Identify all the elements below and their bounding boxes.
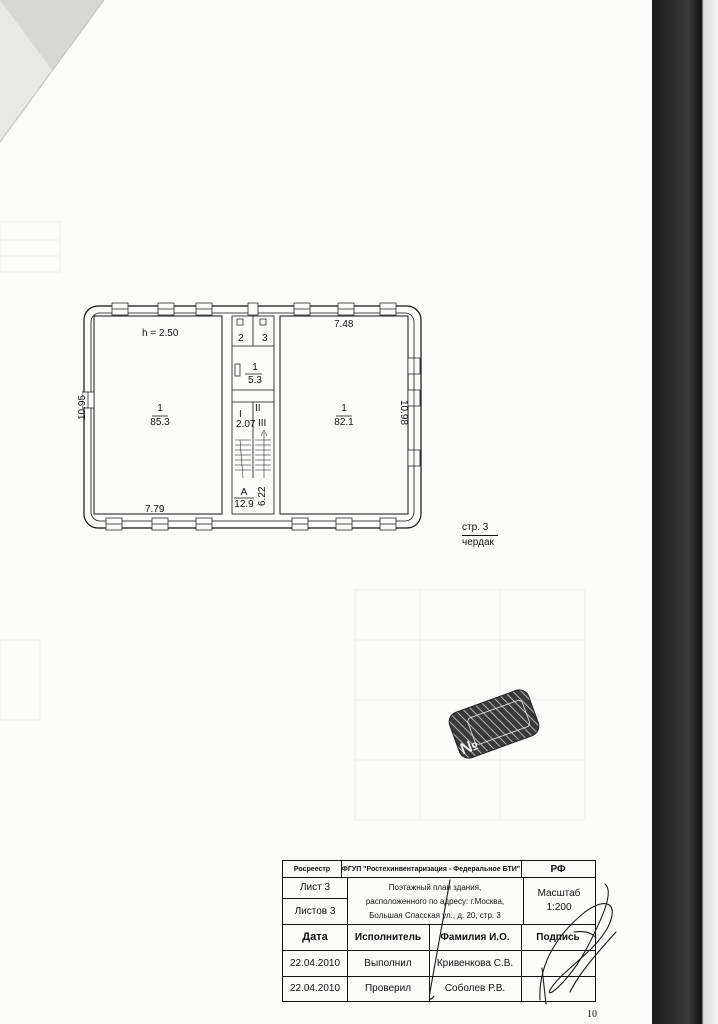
dim-right-top: 7.48: [334, 319, 354, 330]
caption-divider: [462, 535, 498, 536]
tb-header-name: Фамилия И.О.: [440, 931, 510, 943]
room-area-hall: 5.3: [248, 375, 262, 386]
room-number-right: 1: [341, 403, 347, 414]
roman-label-iii: III: [258, 418, 267, 429]
tb-row1-date: 22.04.2010: [289, 957, 341, 969]
tb-row2-role: Проверил: [364, 983, 412, 994]
tb-header-signature: Подпись: [536, 931, 580, 943]
floor-plan: [82, 302, 422, 531]
room-area-right: 82.1: [334, 417, 354, 428]
page-number: 10: [587, 1009, 597, 1020]
dim-right-height: 10.98: [398, 400, 409, 426]
hologram-stamp: №: [448, 689, 540, 759]
title-block: Росреестр ФГУП "Ростехинвентаризация - Ф…: [282, 860, 596, 1002]
dim-stair-length: 6.22: [257, 486, 268, 506]
folded-corner: [0, 0, 105, 143]
stair-width-label: 2.07: [236, 419, 256, 430]
scan-edge-shadow: [652, 0, 718, 1024]
tb-scale-value: 1:200: [546, 901, 572, 913]
handwritten-signature: [428, 879, 617, 1005]
room-number-wc-3: 3: [262, 333, 268, 344]
room-area-stair: 12.9: [234, 499, 254, 510]
tb-header-executor: Исполнитель: [354, 931, 422, 943]
caption-building: стр. 3: [462, 522, 489, 533]
tb-org-bti: ФГУП "Ростехинвентаризация - Федеральное…: [341, 865, 521, 873]
tb-scale: Масштаб 1:200: [523, 877, 595, 924]
ceiling-height-label: h = 2.50: [142, 328, 179, 339]
tb-row1-name: Кривенкова С.В.: [436, 957, 514, 969]
stamp-number-symbol: №: [458, 736, 481, 758]
roman-label-i: I: [239, 409, 242, 420]
room-number-stair: A: [240, 487, 248, 498]
dim-left-height: 10.95: [77, 394, 88, 420]
roman-label-ii: II: [255, 403, 261, 414]
tb-row1-role: Выполнил: [364, 957, 412, 969]
tb-org-rosreestr: Росреестр: [293, 865, 331, 873]
room-number-left: 1: [157, 403, 163, 414]
tb-header-date: Дата: [302, 931, 328, 943]
document-page: h = 2.50 1 85.3 1 5.3 1 82.1 2 3 I II II…: [0, 0, 617, 1020]
tb-title-line2: расположенного по адресу: г.Москва,: [365, 896, 505, 906]
dim-left-bottom: 7.79: [145, 504, 165, 515]
tb-scale-label: Масштаб: [537, 887, 581, 899]
tb-title-line3: Большая Спасская ул., д. 20, стр. 3: [369, 910, 501, 920]
plan-caption: стр. 3 чердак: [462, 522, 498, 548]
room-area-left: 85.3: [150, 417, 170, 428]
tb-org-rf: РФ: [550, 863, 566, 875]
tb-title: Поэтажный план здания, расположенного по…: [347, 879, 523, 924]
room-number-wc-2: 2: [238, 333, 244, 344]
tb-row2-name: Соболев Р.В.: [444, 983, 506, 994]
tb-sheets-total: Листов 3: [294, 905, 336, 917]
tb-row2-date: 22.04.2010: [289, 983, 341, 994]
tb-title-line1: Поэтажный план здания,: [388, 882, 482, 892]
caption-floor: чердак: [462, 537, 494, 548]
room-number-hall: 1: [252, 362, 258, 373]
tb-sheet: Лист 3: [299, 882, 331, 893]
bleed-through-background: [0, 221, 586, 821]
